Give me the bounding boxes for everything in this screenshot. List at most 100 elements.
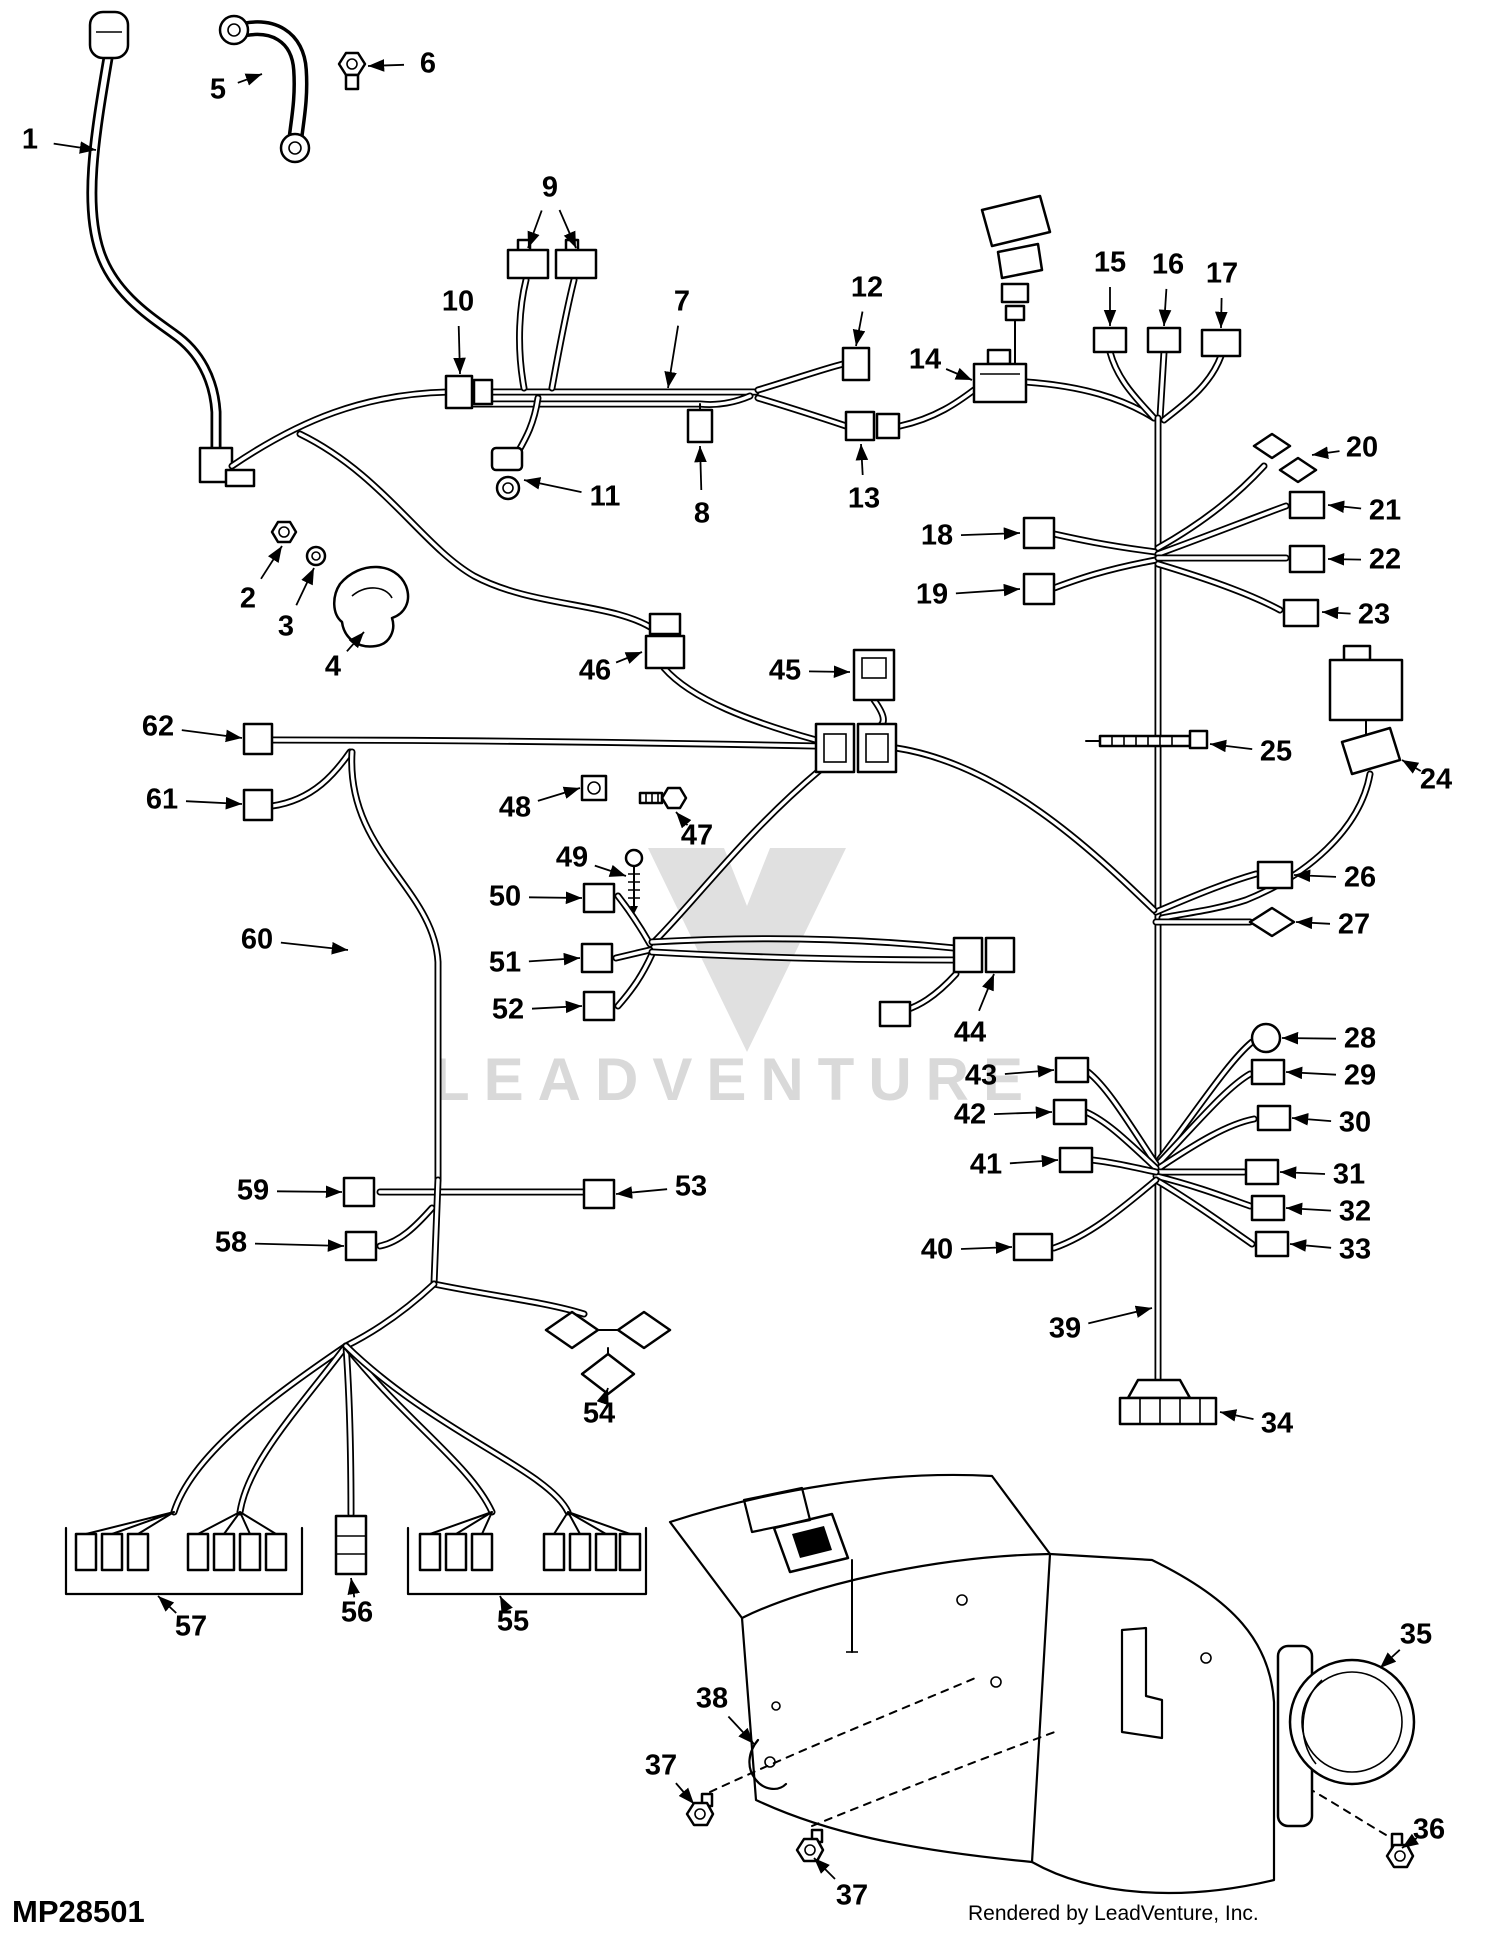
clamp-icon — [333, 565, 410, 648]
callout-23: 23 — [1357, 598, 1391, 631]
connector — [1146, 326, 1182, 354]
connector — [1052, 1098, 1088, 1126]
spade-terminal — [1278, 456, 1318, 484]
callout-14: 14 — [908, 343, 942, 376]
connector — [1256, 860, 1294, 890]
battery-cable-assembly — [86, 10, 256, 488]
callout-15: 15 — [1093, 246, 1127, 279]
callout-12: 12 — [850, 271, 884, 304]
callout-58: 58 — [214, 1226, 248, 1259]
connector — [878, 1000, 912, 1028]
relay — [972, 362, 1028, 404]
callout-50: 50 — [488, 880, 522, 913]
callout-22: 22 — [1368, 543, 1402, 576]
callout-52: 52 — [491, 993, 525, 1026]
callout-3: 3 — [277, 610, 295, 643]
callout-18: 18 — [920, 519, 954, 552]
callout-24: 24 — [1419, 763, 1453, 796]
callout-29: 29 — [1343, 1059, 1377, 1092]
callout-21: 21 — [1368, 494, 1402, 527]
callout-5: 5 — [209, 73, 227, 106]
callout-42: 42 — [953, 1098, 987, 1131]
callout-19: 19 — [915, 578, 949, 611]
screw-icon — [624, 848, 644, 914]
bolt-icon — [638, 786, 688, 810]
callout-46: 46 — [578, 654, 612, 687]
callout-32: 32 — [1338, 1195, 1372, 1228]
cable-tie — [1085, 729, 1209, 750]
leader-lines — [53, 59, 1422, 1880]
connector — [648, 612, 682, 636]
callout-48: 48 — [498, 791, 532, 824]
callout-56: 56 — [340, 1596, 374, 1629]
callout-47: 47 — [680, 819, 714, 852]
callout-45: 45 — [768, 654, 802, 687]
connector — [1288, 490, 1326, 520]
callout-60: 60 — [240, 923, 274, 956]
callout-35: 35 — [1399, 1618, 1433, 1651]
bolt-icon — [337, 51, 367, 91]
spade-terminal-cluster — [544, 1310, 672, 1396]
nut-icon — [270, 520, 298, 544]
connector — [1256, 1104, 1292, 1132]
callout-16: 16 — [1151, 248, 1185, 281]
callout-8: 8 — [693, 497, 711, 530]
callout-33: 33 — [1338, 1233, 1372, 1266]
bolt-icon — [1385, 1832, 1415, 1869]
connector — [984, 936, 1016, 974]
junction-connector — [856, 722, 898, 774]
right-harness-trunk — [892, 326, 1404, 1426]
callout-27: 27 — [1337, 908, 1371, 941]
callout-55: 55 — [496, 1605, 530, 1638]
connector — [344, 1230, 378, 1262]
connector — [1022, 516, 1056, 550]
connector — [242, 722, 274, 756]
callout-4: 4 — [324, 650, 342, 683]
ring-terminal — [218, 14, 250, 46]
callout-2: 2 — [239, 582, 257, 615]
multi-pin-connector — [1118, 1396, 1218, 1426]
connector — [1244, 1158, 1280, 1186]
taillight-assembly — [1276, 1644, 1416, 1828]
callout-41: 41 — [969, 1148, 1003, 1181]
connector — [444, 374, 474, 410]
callout-49: 49 — [555, 841, 589, 874]
round-connector — [1250, 1022, 1282, 1054]
lower-left-harness — [64, 1176, 672, 1596]
callout-40: 40 — [920, 1233, 954, 1266]
connector — [242, 788, 274, 822]
connector — [1288, 544, 1326, 574]
connector — [582, 1178, 616, 1210]
washer-icon — [305, 545, 327, 567]
clamp-icon — [748, 1738, 788, 1790]
connector — [844, 410, 876, 442]
callout-31: 31 — [1332, 1158, 1366, 1191]
connector — [582, 990, 616, 1022]
connector — [952, 936, 984, 974]
callout-9: 9 — [541, 171, 559, 204]
callout-7: 7 — [673, 285, 691, 318]
spade-terminal — [1248, 906, 1296, 938]
middle-harness — [242, 612, 1016, 1184]
ground-strap — [218, 14, 311, 164]
callout-57: 57 — [174, 1610, 208, 1643]
callout-54: 54 — [582, 1397, 616, 1430]
callout-1: 1 — [21, 123, 39, 156]
connector — [342, 1176, 376, 1208]
callout-43: 43 — [964, 1059, 998, 1092]
ring-terminal — [279, 132, 311, 164]
connector — [841, 346, 871, 382]
junction-connector — [814, 722, 856, 774]
connector — [1200, 328, 1242, 358]
elbow-fitting — [490, 446, 524, 472]
callout-37: 37 — [644, 1749, 678, 1782]
callout-37: 37 — [835, 1879, 869, 1912]
callout-20: 20 — [1345, 431, 1379, 464]
callout-34: 34 — [1260, 1407, 1294, 1440]
connector — [1250, 1194, 1286, 1222]
callout-51: 51 — [488, 946, 522, 979]
connector — [1022, 572, 1056, 606]
relay — [1328, 658, 1404, 722]
